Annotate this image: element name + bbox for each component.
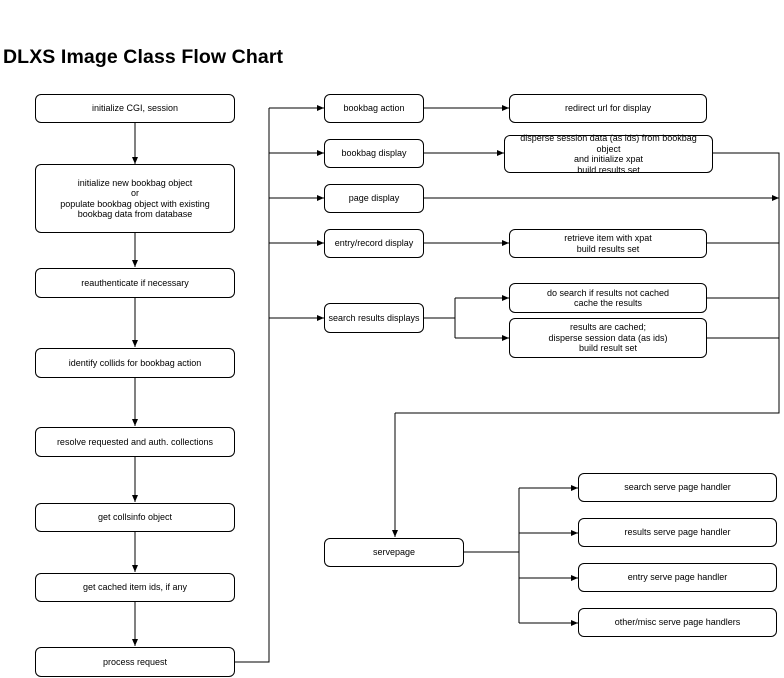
action-entry-record-display: entry/record display <box>324 229 424 258</box>
handler-do-search: do search if results not cached cache th… <box>509 283 707 313</box>
handler-results-cached: results are cached; disperse session dat… <box>509 318 707 358</box>
handler-disperse-bookbag: disperse session data (as ids) from book… <box>504 133 713 175</box>
action-bookbag-display: bookbag display <box>324 139 424 168</box>
step-get-collsinfo: get collsinfo object <box>35 503 235 532</box>
step-reauthenticate: reauthenticate if necessary <box>35 268 235 298</box>
step-resolve-collections: resolve requested and auth. collections <box>35 427 235 457</box>
action-page-display: page display <box>324 184 424 213</box>
dispatch-bus <box>235 108 270 663</box>
step-bookbag-object: initialize new bookbag object or populat… <box>35 164 235 233</box>
handler-retrieve-item: retrieve item with xpat build results se… <box>509 229 707 258</box>
action-bookbag: bookbag action <box>324 94 424 123</box>
collector-bus <box>395 152 780 414</box>
serve-handler-entry: entry serve page handler <box>578 563 777 592</box>
action-search-results: search results displays <box>324 303 424 333</box>
step-identify-collids: identify collids for bookbag action <box>35 348 235 378</box>
step-init-cgi: initialize CGI, session <box>35 94 235 123</box>
step-get-cached-ids: get cached item ids, if any <box>35 573 235 602</box>
serve-handler-search: search serve page handler <box>578 473 777 502</box>
handler-redirect-url: redirect url for display <box>509 94 707 123</box>
servepage: servepage <box>324 538 464 567</box>
serve-handler-other: other/misc serve page handlers <box>578 608 777 637</box>
serve-handler-results: results serve page handler <box>578 518 777 547</box>
step-process-request: process request <box>35 647 235 677</box>
chart-title: DLXS Image Class Flow Chart <box>3 46 284 68</box>
